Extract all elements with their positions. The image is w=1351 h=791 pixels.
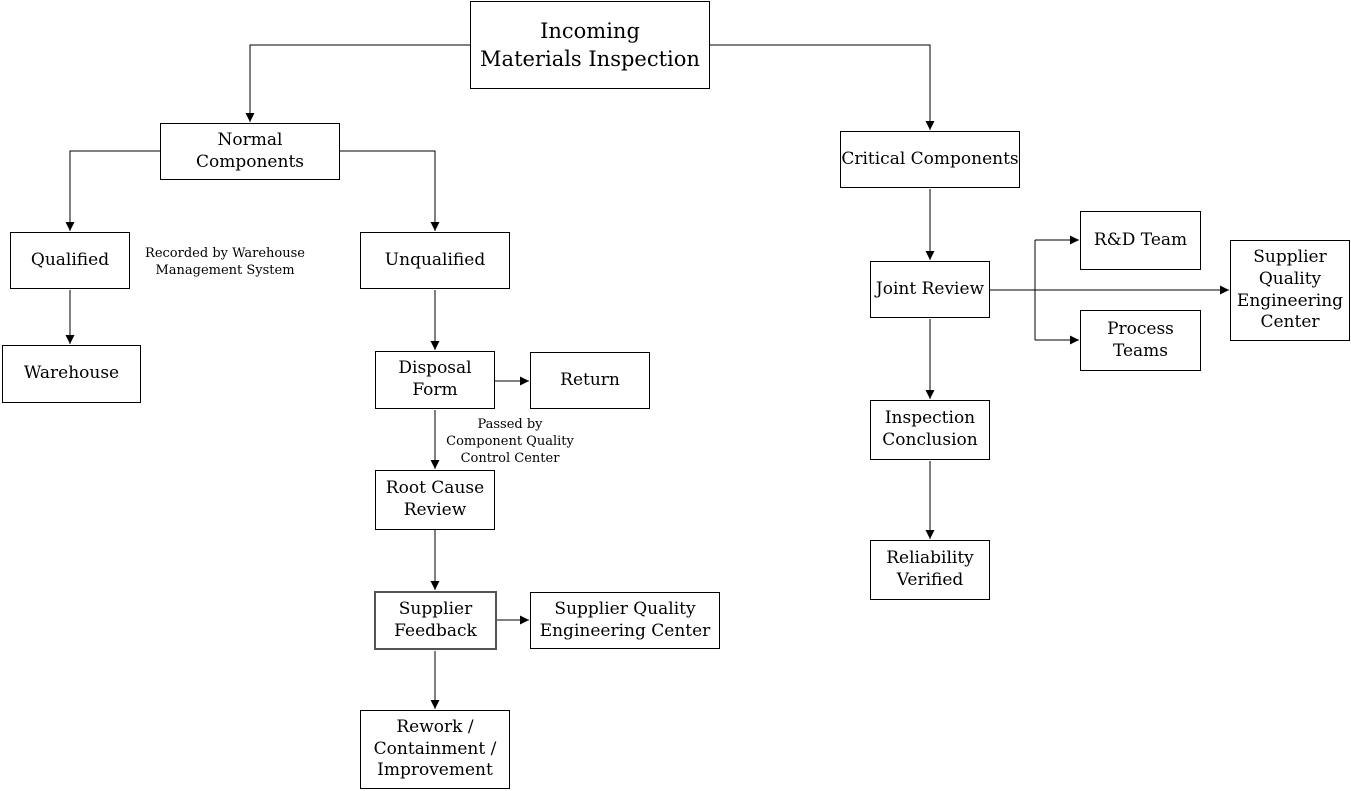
annotation-passed-by-cqcc: Passed by Component Quality Control Cent… [446, 417, 574, 467]
node-normal-components: Normal Components [160, 123, 340, 180]
annotation-recorded-by-warehouse: Recorded by Warehouse Management System [145, 246, 305, 279]
node-process-teams: Process Teams [1080, 310, 1201, 371]
node-supplier-quality-engineering-center-mid: Supplier Quality Engineering Center [530, 592, 720, 649]
node-supplier-feedback: Supplier Feedback [374, 591, 497, 650]
connector-title-to-critical [710, 44, 935, 130]
connector-title-to-normal [245, 44, 470, 122]
node-rework-containment-improvement: Rework / Containment / Improvement [360, 710, 510, 789]
node-qualified: Qualified [10, 232, 130, 289]
node-disposal-form: Disposal Form [375, 351, 495, 409]
node-rd-team: R&D Team [1080, 211, 1201, 270]
node-unqualified: Unqualified [360, 232, 510, 289]
connector-normal-to-qualified [65, 150, 160, 231]
node-incoming-materials-inspection: Incoming Materials Inspection [470, 1, 710, 89]
node-warehouse: Warehouse [2, 345, 141, 403]
node-reliability-verified: Reliability Verified [870, 540, 990, 600]
node-root-cause-review: Root Cause Review [375, 470, 495, 530]
connector-normal-to-unqualified [340, 150, 440, 231]
node-joint-review: Joint Review [870, 261, 990, 318]
node-return: Return [530, 352, 650, 409]
node-inspection-conclusion: Inspection Conclusion [870, 400, 990, 460]
node-supplier-quality-engineering-center-right: Supplier Quality Engineering Center [1230, 240, 1350, 341]
node-critical-components: Critical Components [840, 131, 1020, 188]
